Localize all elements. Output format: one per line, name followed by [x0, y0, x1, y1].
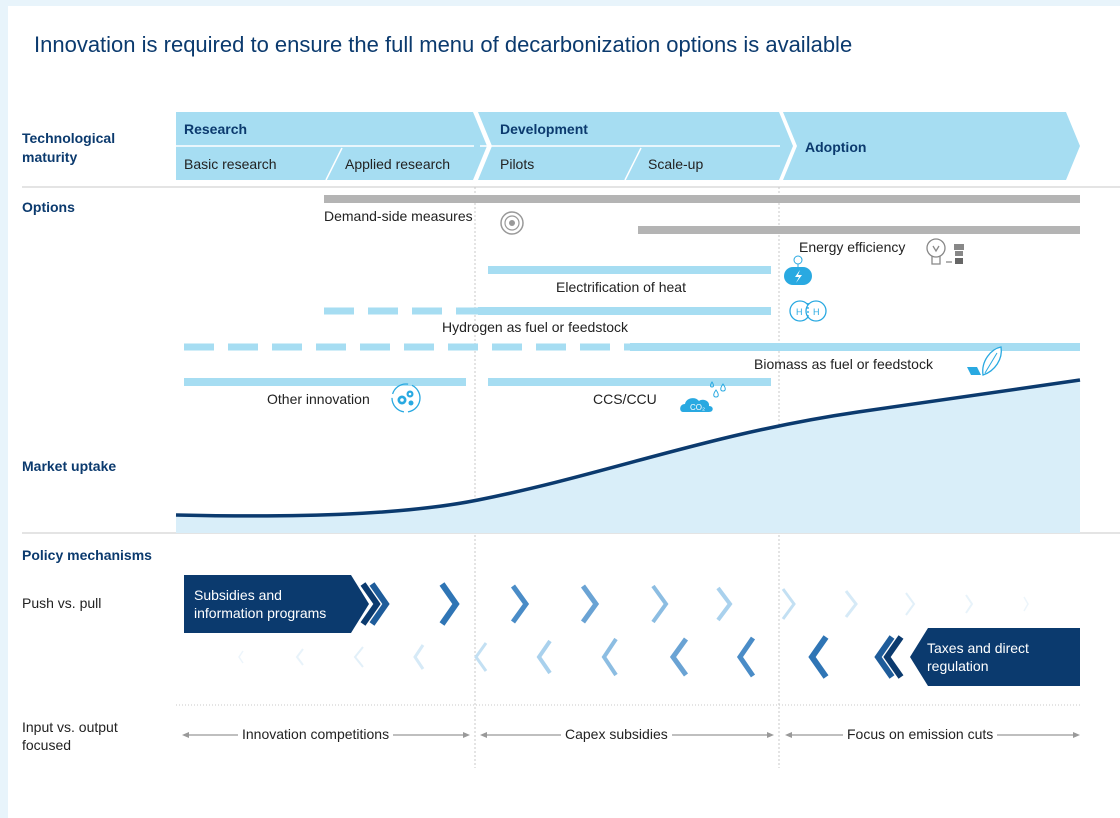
stage-pilots: Pilots — [500, 156, 535, 172]
market-uptake-label: Market uptake — [22, 458, 117, 474]
hydrogen-bar — [478, 307, 771, 315]
pull-box — [910, 628, 1080, 686]
policy-mechanisms-label: Policy mechanisms — [22, 547, 152, 563]
push-chevrons — [360, 582, 1029, 626]
option-hydrogen: Hydrogen as fuel or feedstock — [442, 319, 628, 335]
stage-basic-research: Basic research — [184, 156, 277, 172]
tech-maturity-label: Technological maturity — [22, 130, 116, 165]
stage-adoption: Adoption — [805, 139, 867, 155]
stage-development: Development — [500, 121, 588, 137]
svg-text:H: H — [796, 307, 803, 317]
co2-cloud-icon: CO₂ — [680, 381, 726, 412]
focus-emission-cuts: Focus on emission cuts — [843, 726, 998, 742]
demand-side-bar — [324, 195, 1080, 203]
stage-applied-research: Applied research — [345, 156, 451, 172]
option-other-innovation: Other innovation — [267, 391, 370, 407]
svg-text:H: H — [813, 307, 820, 317]
other-innovation-bar — [184, 378, 466, 386]
option-electrification: Electrification of heat — [556, 279, 686, 295]
option-energy-efficiency: Energy efficiency — [799, 239, 906, 255]
option-demand-side: Demand-side measures — [324, 208, 473, 224]
stage-research: Research — [184, 121, 248, 137]
market-uptake-curve — [175, 378, 1081, 518]
input-output-label: Input vs. output focused — [22, 719, 118, 753]
dial-icon — [500, 211, 524, 235]
biomass-bar — [630, 343, 1080, 351]
gears-cycle-icon — [391, 383, 421, 413]
svg-text:CO₂: CO₂ — [690, 403, 705, 412]
option-biomass: Biomass as fuel or feedstock — [754, 356, 933, 372]
market-uptake-area — [176, 380, 1080, 533]
diagram-canvas: Innovation is required to ensure the ful… — [8, 6, 1120, 818]
page-title: Innovation is required to ensure the ful… — [34, 32, 853, 57]
option-ccs: CCS/CCU — [593, 391, 657, 407]
electric-tank-icon — [784, 255, 812, 285]
leaf-icon — [967, 346, 1002, 376]
focus-capex-subsidies: Capex subsidies — [561, 726, 672, 742]
ccs-bar — [488, 378, 771, 386]
options-label: Options — [22, 199, 75, 215]
push-pull-label: Push vs. pull — [22, 595, 102, 611]
diagram-graphics: H H CO₂ — [22, 112, 1120, 768]
lightbulb-icon — [926, 238, 964, 265]
stage-scale-up: Scale-up — [648, 156, 704, 172]
adoption-chevron — [783, 112, 1080, 180]
push-box — [184, 575, 369, 633]
energy-efficiency-bar — [638, 226, 1080, 234]
focus-innovation-competitions: Innovation competitions — [238, 726, 394, 742]
pull-box-label: Taxes and direct regulation — [927, 640, 1029, 674]
pull-chevrons — [238, 635, 904, 679]
hydrogen-molecule-icon: H H — [789, 300, 827, 322]
push-box-label: Subsidies and information programs — [194, 587, 327, 621]
electrification-bar — [488, 266, 771, 274]
